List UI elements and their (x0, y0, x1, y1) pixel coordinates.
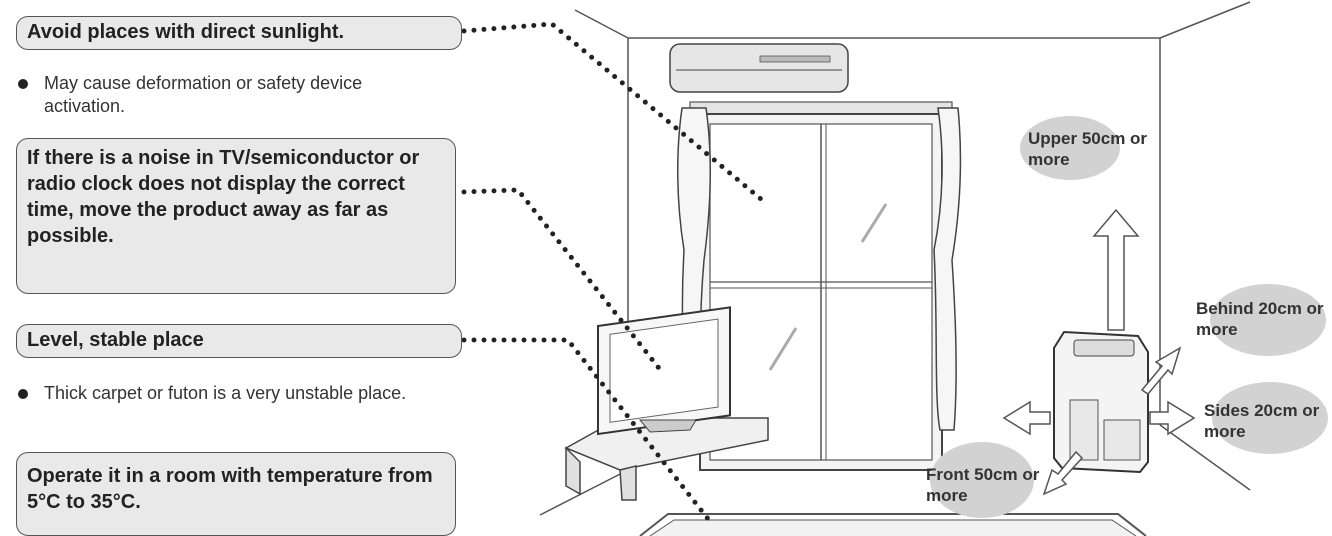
arrow-up-icon (1094, 210, 1138, 330)
callout-level: Level, stable place (16, 324, 462, 358)
note-level-text: Thick carpet or futon is a very unstable… (18, 382, 418, 405)
callout-temperature-text: Operate it in a room with temperature fr… (27, 465, 433, 513)
note-level: Thick carpet or futon is a very unstable… (18, 382, 418, 405)
label-front-clearance: Front 50cm or more (926, 464, 1050, 506)
callout-temperature: Operate it in a room with temperature fr… (16, 452, 456, 536)
bullet-icon (18, 389, 28, 399)
callout-sunlight: Avoid places with direct sunlight. (16, 16, 462, 50)
label-sides-clearance: Sides 20cm or more (1204, 400, 1330, 442)
bullet-icon (18, 79, 28, 89)
callout-noise: If there is a noise in TV/semiconductor … (16, 138, 456, 294)
callout-noise-text: If there is a noise in TV/semiconductor … (27, 147, 419, 247)
dehumidifier-icon (1054, 332, 1148, 472)
arrow-right-icon (1150, 402, 1194, 434)
arrow-left-icon (1004, 402, 1050, 434)
label-behind-clearance: Behind 20cm or more (1196, 298, 1332, 340)
air-conditioner-icon (670, 44, 848, 92)
note-sunlight: May cause deformation or safety device a… (18, 72, 428, 118)
callout-sunlight-text: Avoid places with direct sunlight. (27, 21, 344, 43)
note-sunlight-text: May cause deformation or safety device a… (18, 72, 428, 118)
callout-level-text: Level, stable place (27, 329, 204, 351)
label-upper-clearance: Upper 50cm or more (1028, 128, 1148, 170)
rug-inner (650, 520, 1136, 536)
